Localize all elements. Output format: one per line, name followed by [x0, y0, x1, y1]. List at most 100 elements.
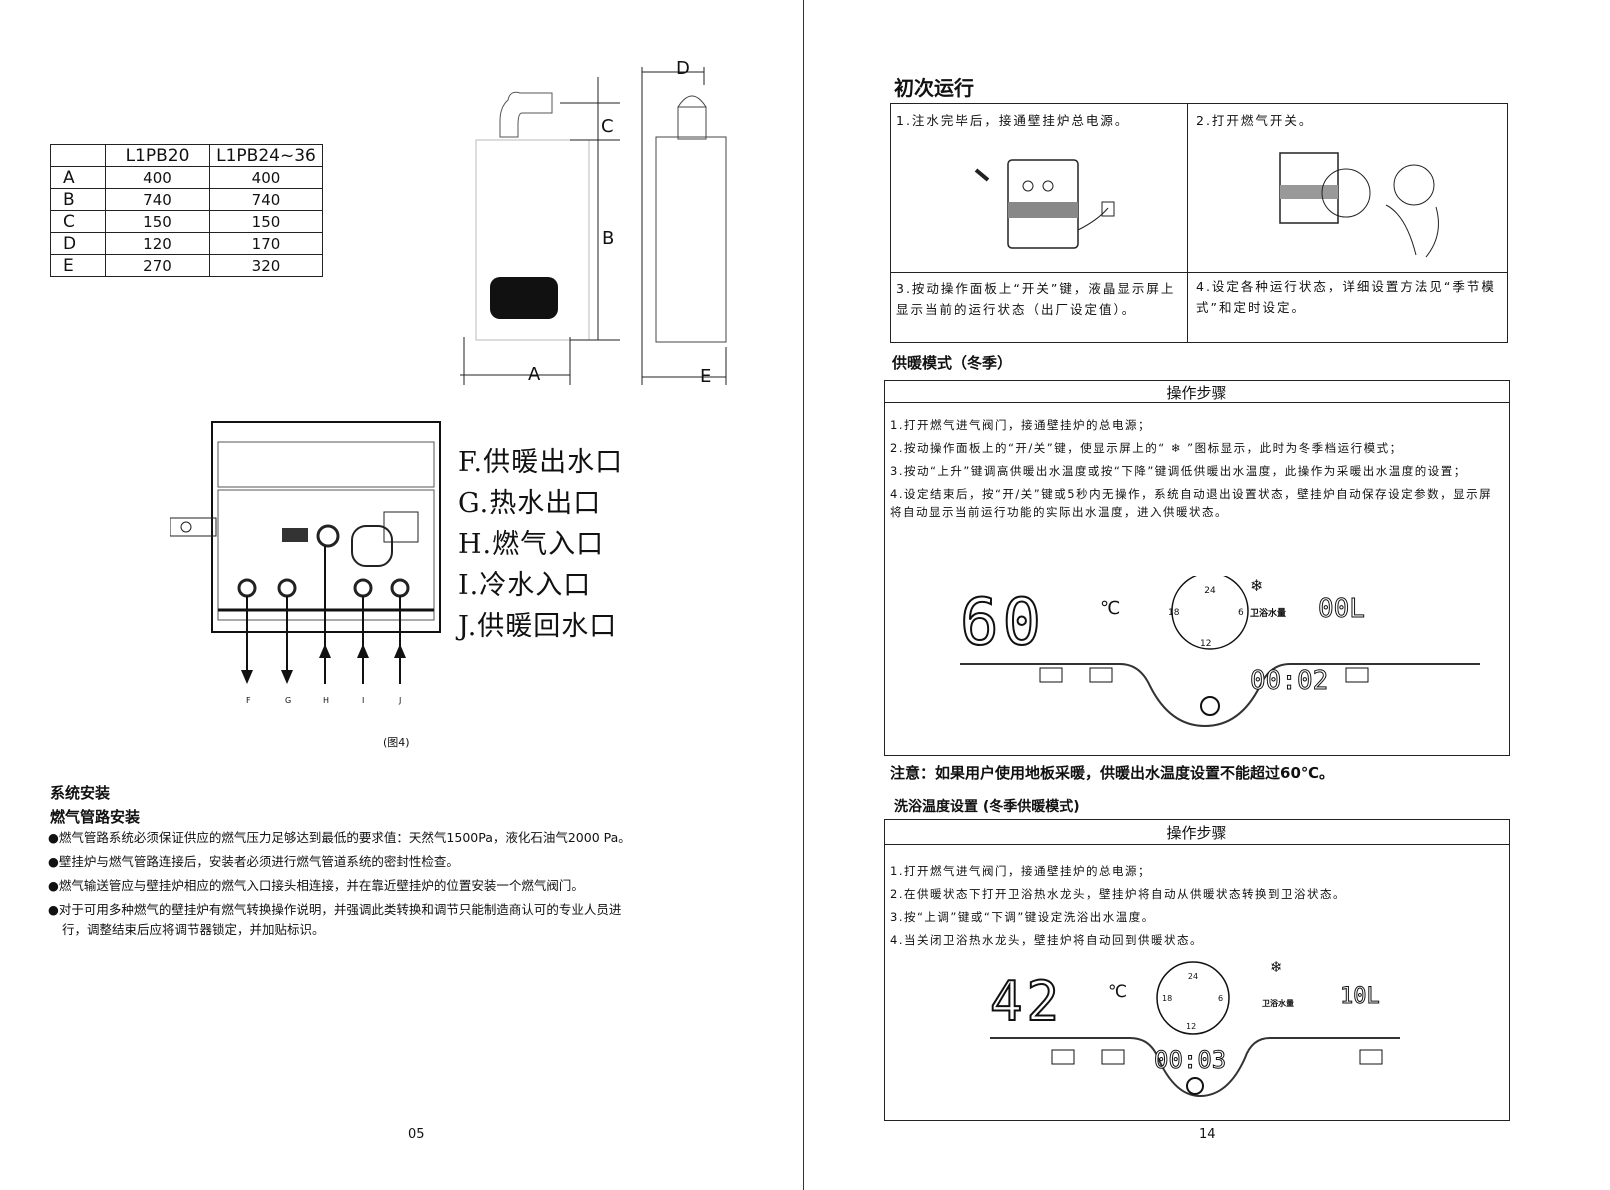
lcd-water-volume: 10L	[1340, 984, 1381, 1010]
lcd-frame	[990, 961, 1400, 1098]
table-header-cell: L1PB24~36	[209, 144, 323, 167]
heating-steps-header: 操作步骤	[1166, 384, 1227, 402]
list-item: 2.在供暖状态下打开卫浴热水龙头，壁挂炉将自动从供暖状态转换到卫浴状态。	[890, 887, 1346, 901]
list-item: ●燃气输送管应与壁挂炉相应的燃气入口接头相连接，并在靠近壁挂炉的位置安装一个燃气…	[48, 878, 584, 893]
list-item: 2.按动操作面板上的“开/关”键，使显示屏上的“ ❄ ”图标显示，此时为冬季档运…	[890, 441, 1403, 455]
list-item: ●燃气管路系统必须保证供应的燃气压力足够达到最低的要求值：天然气1500Pa，液…	[48, 830, 631, 845]
lcd-frame	[960, 576, 1480, 728]
boiler-dimension-drawing	[460, 67, 727, 385]
lcd-water-volume: 00L	[1318, 594, 1366, 625]
pipe-letter-h: H	[323, 696, 330, 705]
pipe-letter-g: G	[285, 696, 292, 705]
grid-divider-h	[890, 272, 1507, 273]
dimension-label-c: C	[601, 116, 614, 137]
heating-steps-list: 1.打开燃气进气阀门，接通壁挂炉的总电源； 2.按动操作面板上的“开/关”键，使…	[890, 416, 1498, 526]
dimension-label-a: A	[528, 364, 541, 385]
list-item: 1.打开燃气进气阀门，接通壁挂炉的总电源；	[890, 418, 1151, 432]
lcd-temperature: 42	[989, 969, 1064, 1034]
lcd-temperature-unit: ℃	[1100, 598, 1121, 619]
lcd-display-heating: 60 ℃ 24 6 12 18 00:02 ❄ 卫浴水量 00L	[959, 576, 1480, 736]
lcd-temperature: 60	[959, 585, 1046, 661]
connection-label-h: H.燃气入口	[458, 529, 605, 560]
pipe-letter-i: I	[362, 696, 365, 705]
grid-step-2: 2.打开燃气开关。	[1196, 113, 1314, 128]
power-on-illustration	[974, 159, 1115, 249]
first-run-grid	[890, 103, 1508, 343]
table-cell: 150	[105, 210, 210, 233]
connection-label-f: F.供暖出水口	[458, 447, 624, 478]
list-item: 3.按“上调”键或“下调”键设定洗浴出水温度。	[890, 910, 1155, 924]
list-item: 4.当关闭卫浴热水龙头，壁挂炉将自动回到供暖状态。	[890, 933, 1203, 947]
list-item: ●对于可用多种燃气的壁挂炉有燃气转换操作说明，并强调此类转换和调节只能制造商认可…	[48, 902, 622, 917]
page-divider	[803, 0, 804, 1190]
table-cell: E	[50, 254, 106, 277]
subsection-title: 燃气管路安装	[50, 808, 141, 826]
dimension-label-b: B	[602, 228, 615, 249]
table-header-row: L1PB20 L1PB24~36	[50, 144, 323, 167]
lcd-water-label: 卫浴水量	[1250, 609, 1287, 619]
dimension-label-d: D	[676, 58, 690, 79]
list-item: ●壁挂炉与燃气管路连接后，安装者必须进行燃气管道系统的密封性检查。	[48, 854, 459, 869]
grid-divider-v	[1187, 103, 1188, 342]
floor-heating-note: 注意：如果用户使用地板采暖，供暖出水温度设置不能超过60℃。	[890, 764, 1335, 782]
list-item: 4.设定结束后，按“开/关”键或5秒内无操作，系统自动退出设置状态，壁挂炉自动保…	[890, 487, 1493, 519]
heating-mode-title: 供暖模式（冬季）	[892, 354, 1013, 372]
list-item: 3.按动“上升”键调高供暖出水温度或按“下降”键调低供暖出水温度，此操作为采暖出…	[890, 464, 1467, 478]
dimension-label-e: E	[700, 366, 712, 387]
table-cell: 270	[105, 254, 210, 277]
page-number-right: 14	[1199, 1127, 1216, 1142]
table-cell: C	[50, 210, 106, 233]
grid-step-3: 3.按动操作面板上“开关”键，液晶显示屏上显示当前的运行状态（出厂设定值）。	[896, 281, 1176, 317]
lcd-time: 00:02	[1249, 666, 1329, 697]
page-title: 初次运行	[894, 76, 974, 100]
lcd-dial-right: 6	[1218, 994, 1224, 1003]
table-header-cell: L1PB20	[105, 144, 210, 167]
boiler-bottom-view-drawing	[170, 421, 441, 684]
pipe-letter-f: F	[246, 696, 251, 705]
table-cell: 400	[105, 166, 210, 189]
lcd-dial-top: 24	[1187, 972, 1199, 981]
gas-valve-illustration	[1279, 152, 1439, 258]
section-title: 系统安装	[50, 784, 111, 802]
table-header-cell	[50, 144, 106, 167]
table-cell: 740	[209, 188, 323, 211]
snowflake-icon: ❄	[1270, 958, 1283, 976]
connection-label-j: J.供暖回水口	[458, 611, 618, 642]
bath-mode-title: 洗浴温度设置 (冬季供暖模式)	[894, 799, 1080, 815]
bullet-list: ●燃气管路系统必须保证供应的燃气压力足够达到最低的要求值：天然气1500Pa，液…	[48, 826, 748, 942]
list-item: 行，调整结束后应将调节器锁定，并加贴标识。	[62, 922, 325, 937]
heating-steps-box	[884, 380, 1510, 756]
connection-label-i: I.冷水入口	[458, 570, 592, 601]
lcd-temperature-unit: ℃	[1108, 982, 1128, 1002]
bath-steps-box	[884, 819, 1510, 1121]
table-cell: 120	[105, 232, 210, 255]
list-item: 1.打开燃气进气阀门，接通壁挂炉的总电源；	[890, 864, 1151, 878]
grid-step-1: 1.注水完毕后，接通壁挂炉总电源。	[896, 113, 1130, 128]
lcd-dial-right: 6	[1238, 608, 1244, 618]
lcd-water-label: 卫浴水量	[1262, 999, 1294, 1008]
lcd-dial-left: 18	[1168, 608, 1180, 618]
lcd-display-bath: 42 ℃ 24 6 12 18 00:03 ❄ 卫浴水量 10L	[989, 958, 1410, 1108]
table-cell: A	[50, 166, 106, 189]
lcd-time: 00:03	[1153, 1046, 1227, 1075]
table-cell: B	[50, 188, 106, 211]
table-cell: 320	[209, 254, 323, 277]
lcd-dial-bottom: 12	[1186, 1022, 1197, 1031]
bath-steps-list: 1.打开燃气进气阀门，接通壁挂炉的总电源； 2.在供暖状态下打开卫浴热水龙头，壁…	[890, 862, 1498, 954]
table-cell: 400	[209, 166, 323, 189]
grid-step-4: 4.设定各种运行状态，详细设置方法见“季节模式”和定时设定。	[1196, 279, 1496, 315]
heating-header-rule	[884, 402, 1509, 403]
bath-header-rule	[884, 844, 1509, 845]
table-cell: D	[50, 232, 106, 255]
table-cell: 740	[105, 188, 210, 211]
lcd-dial-bottom: 12	[1200, 639, 1212, 649]
pipe-letter-j: J	[399, 696, 402, 705]
table-cell: 150	[209, 210, 323, 233]
lcd-dial-left: 18	[1162, 994, 1173, 1003]
